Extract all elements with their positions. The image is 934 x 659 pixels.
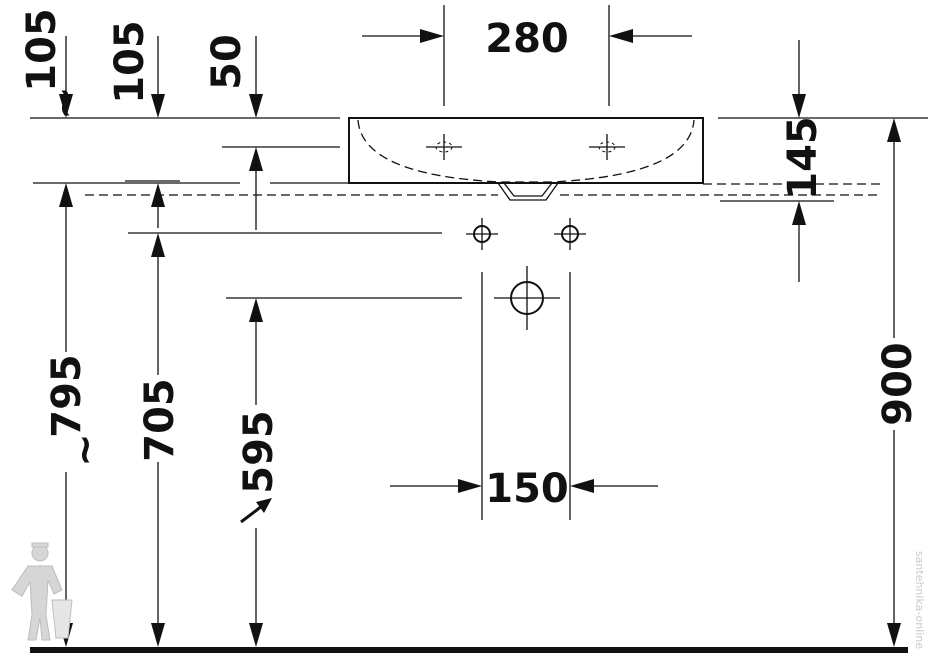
dim-105-mid-arrow	[151, 36, 165, 118]
dim-795-label: 795	[44, 354, 90, 438]
reference-lines	[30, 117, 928, 299]
dim-595-pointer-arrow	[240, 498, 272, 524]
dim-145-arrows	[792, 40, 806, 282]
dim-795-approx: ~	[62, 433, 108, 467]
dim-705-label: 705	[137, 378, 183, 462]
dim-105-left-label: 105	[19, 8, 65, 92]
water-connection-right	[554, 218, 586, 250]
dim-280-label: 280	[485, 16, 569, 62]
basin-outline	[348, 117, 704, 201]
dim-150-arrows	[390, 479, 658, 493]
plumber-watermark-icon	[11, 542, 73, 641]
floor-line	[30, 647, 908, 653]
dim-105-left-arrow	[59, 36, 73, 118]
dim-595-arrows	[249, 298, 263, 647]
drain-connection	[494, 266, 560, 330]
dim-900-label: 900	[875, 342, 921, 426]
dim-50-label: 50	[204, 34, 250, 90]
dim-50-arrows	[249, 36, 263, 230]
dim-105-mid-label: 105	[107, 20, 153, 104]
dim-900-arrows	[887, 118, 901, 647]
water-connection-left	[466, 218, 498, 250]
dim-280-arrows	[362, 29, 692, 43]
watermark-text: santehnika-online	[913, 551, 926, 649]
dim-105-left-approx: ~	[42, 86, 88, 120]
dim-150-label: 150	[485, 466, 569, 512]
dim-145-label: 145	[780, 116, 826, 200]
dim-705-arrows	[151, 183, 165, 647]
dim-595-label: 595	[236, 410, 282, 494]
